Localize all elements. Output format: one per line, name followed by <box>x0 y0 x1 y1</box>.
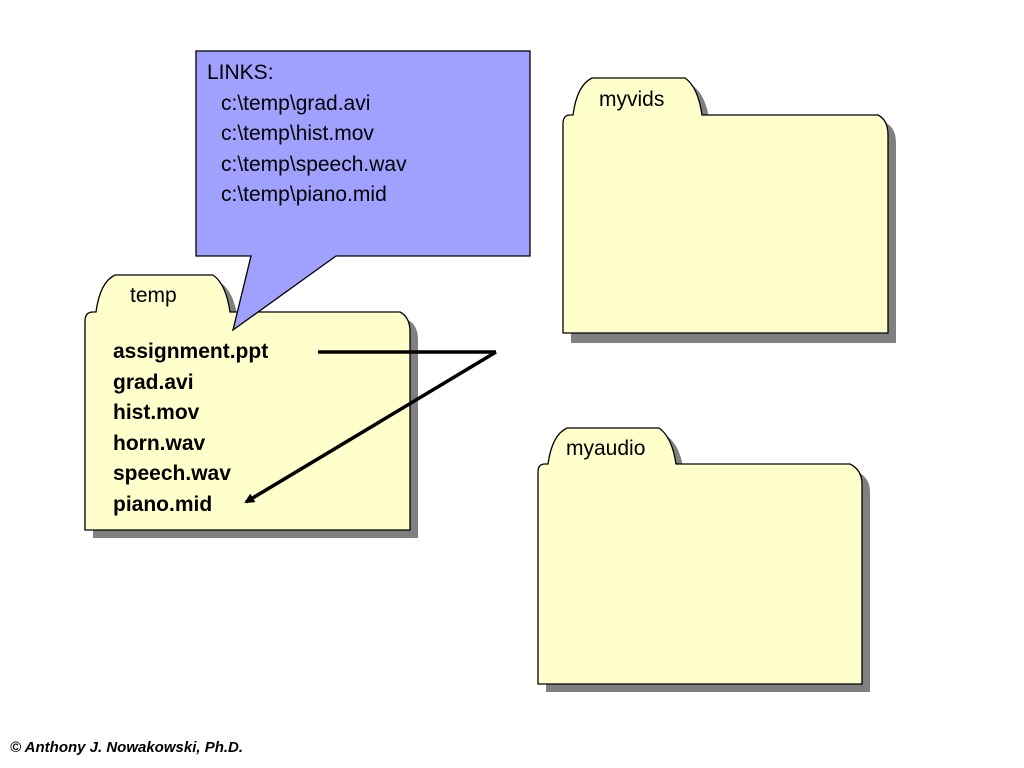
file-item-piano: piano.mid <box>113 492 213 516</box>
file-item-hist: hist.mov <box>113 401 200 424</box>
link-item-hist: c:\temp\hist.mov <box>221 122 374 145</box>
folder-temp <box>84 274 418 538</box>
folder-myvids-body <box>562 77 889 334</box>
link-arrow-to-piano <box>244 350 497 504</box>
folder-myvids-label: myvids <box>599 88 665 111</box>
folder-temp-body <box>84 274 411 531</box>
links-callout-shape <box>195 50 531 332</box>
links-callout-title: LINKS: <box>207 61 274 84</box>
folder-myvids <box>562 77 896 343</box>
links-callout-text: LINKS: c:\temp\grad.avi c:\temp\hist.mov… <box>207 58 407 211</box>
folder-myaudio-label: myaudio <box>566 437 646 460</box>
copyright-footer: © Anthony J. Nowakowski, Ph.D. <box>10 739 244 756</box>
folder-myaudio-body <box>537 427 863 685</box>
temp-file-list: assignment.ppt grad.avi hist.mov horn.wa… <box>113 337 268 520</box>
folder-myaudio <box>537 427 870 692</box>
link-item-speech: c:\temp\speech.wav <box>221 152 407 176</box>
link-item-grad: c:\temp\grad.avi <box>221 91 371 115</box>
file-item-horn: horn.wav <box>113 431 206 455</box>
file-item-speech: speech.wav <box>113 462 231 485</box>
file-item-assignment: assignment.ppt <box>113 340 269 363</box>
folder-temp-label: temp <box>130 284 177 307</box>
link-item-piano: c:\temp\piano.mid <box>221 183 387 206</box>
file-item-grad: grad.avi <box>113 370 194 394</box>
